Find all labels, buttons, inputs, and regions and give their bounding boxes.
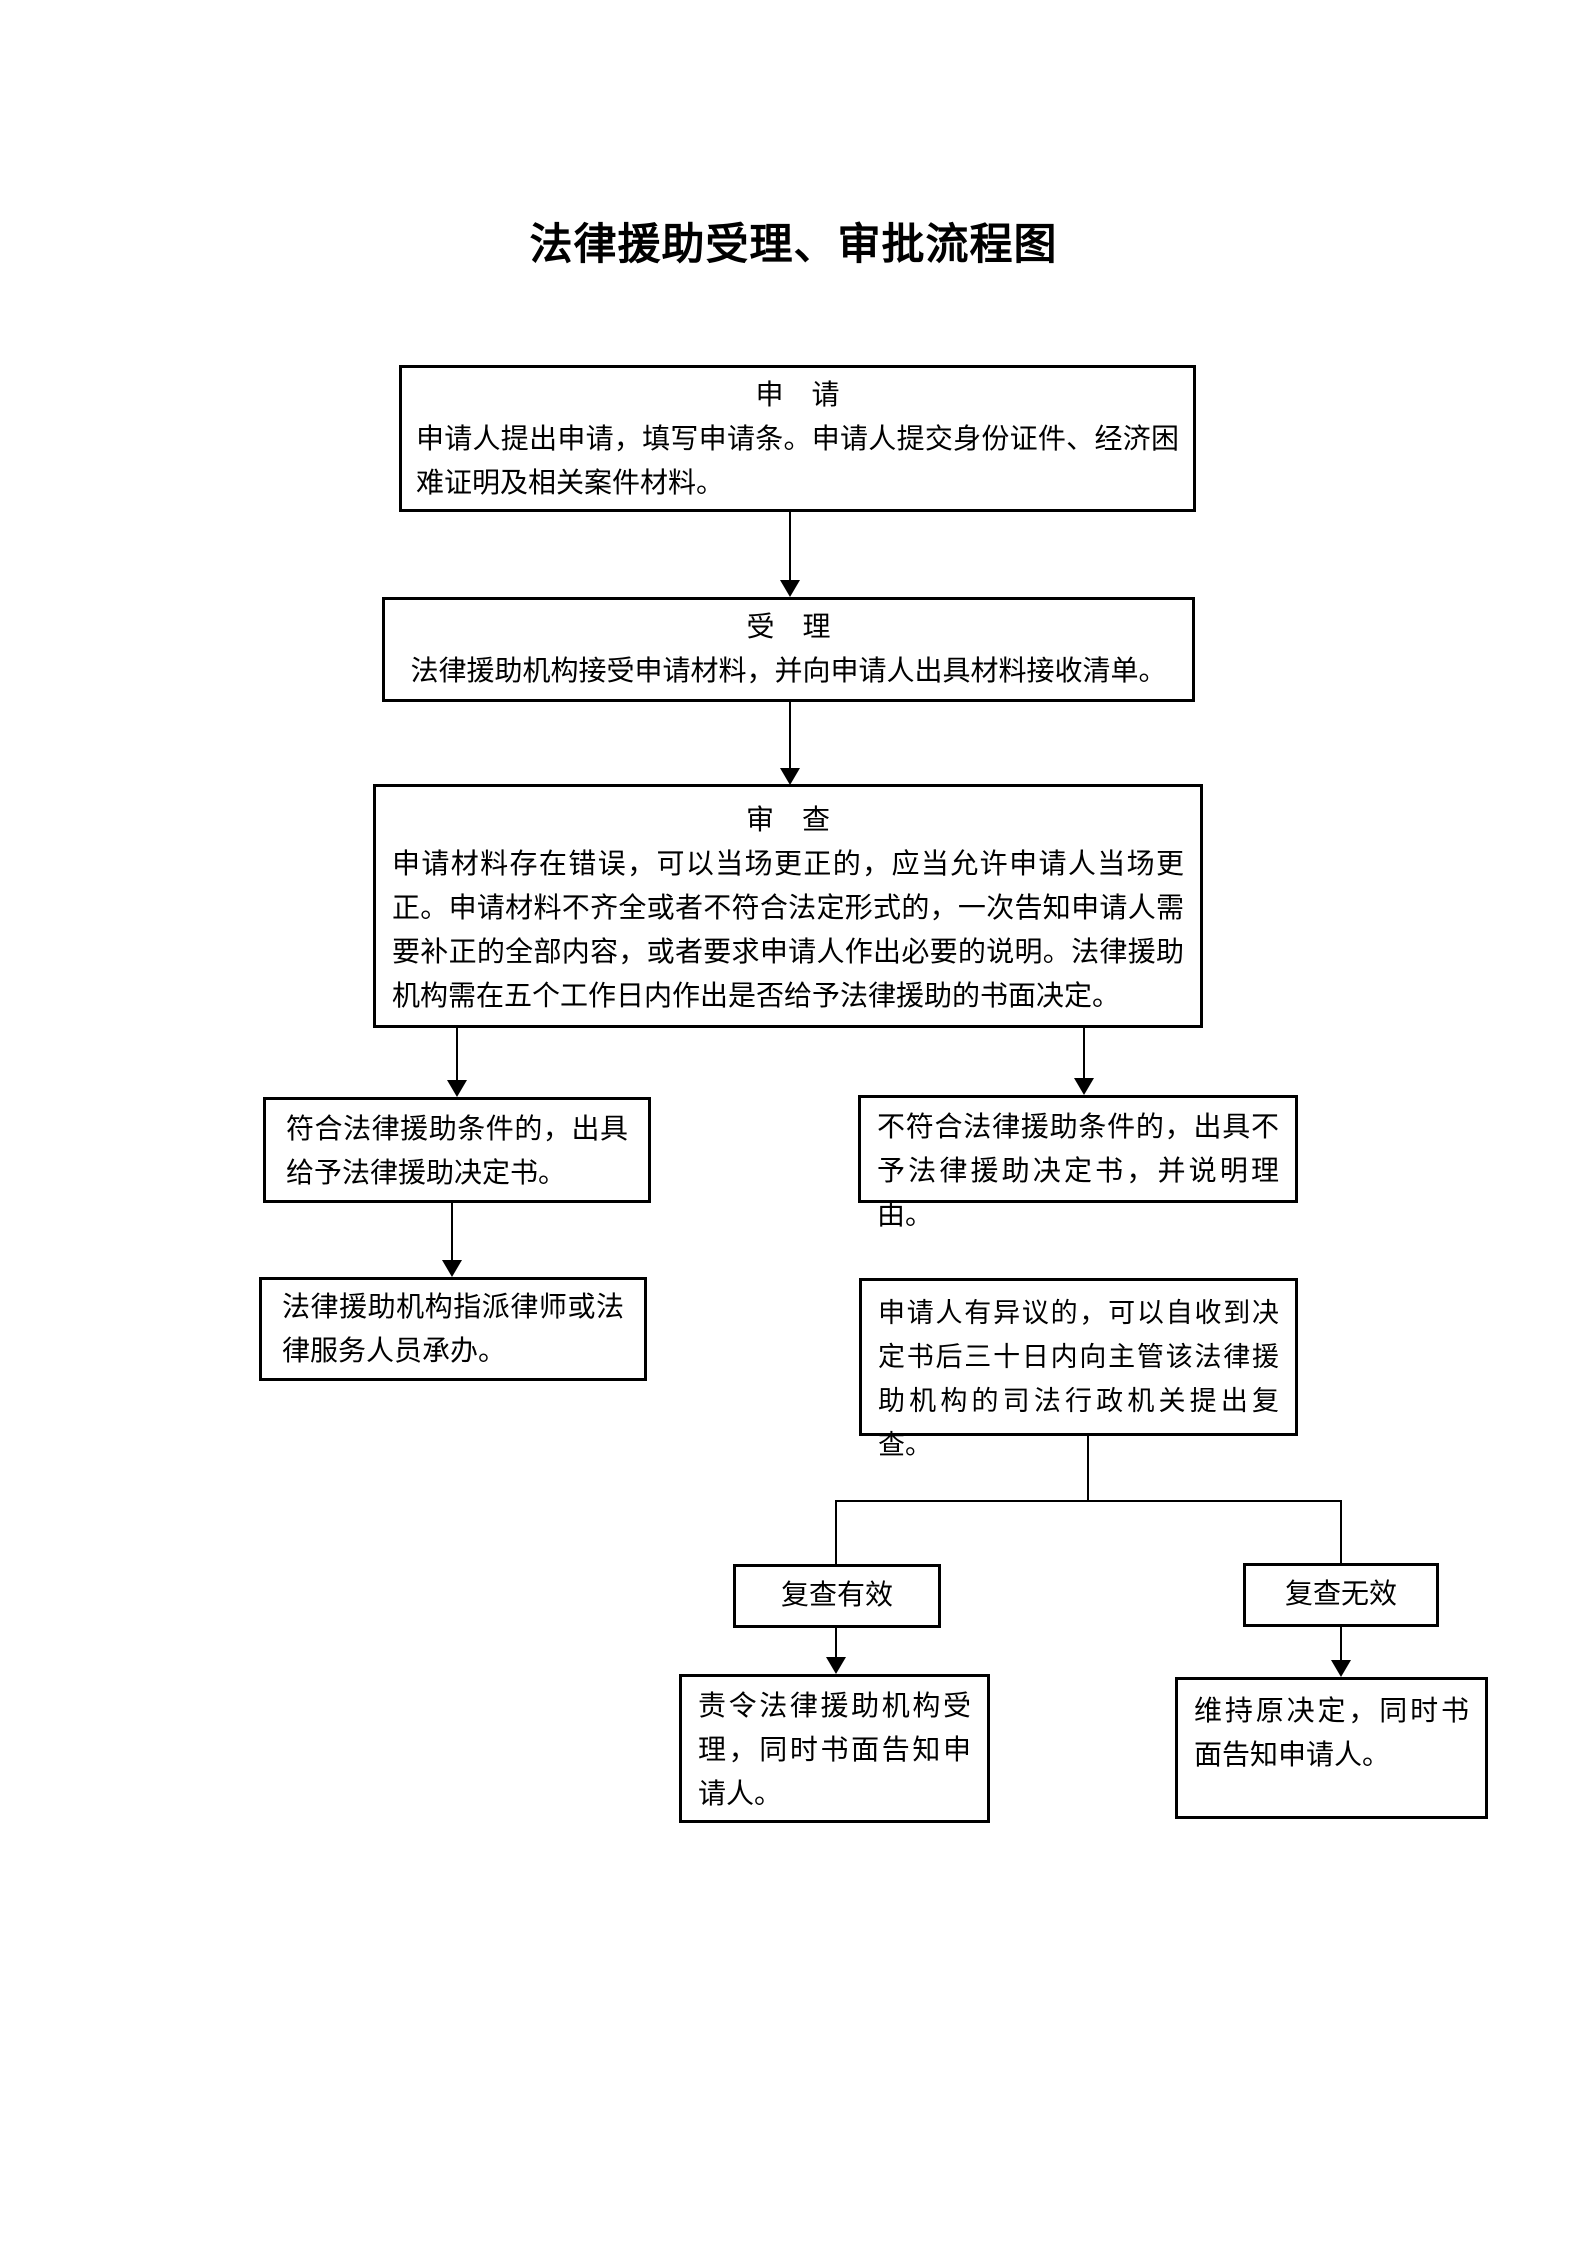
arrow-invalid-to-maintain-head bbox=[1331, 1660, 1351, 1677]
connector-to-recheck-valid bbox=[835, 1500, 837, 1564]
arrow-invalid-to-maintain-line bbox=[1340, 1627, 1342, 1662]
flow-box-apply-heading: 申 请 bbox=[755, 380, 840, 411]
flow-box-accept: 受 理 法律援助机构接受申请材料，并向申请人出具材料接收清单。 bbox=[382, 597, 1195, 702]
flow-box-order-accept-body: 责令法律援助机构受理，同时书面告知申请人。 bbox=[698, 1691, 971, 1810]
arrow-valid-to-order-line bbox=[835, 1628, 837, 1659]
flow-box-review-heading: 审 查 bbox=[745, 805, 830, 836]
flow-box-apply: 申 请 申请人提出申请，填写申请条。申请人提交身份证件、经济困难证明及相关案件材… bbox=[399, 365, 1196, 512]
arrow-review-to-eligible-head bbox=[447, 1080, 467, 1097]
arrow-review-to-not-eligible-line bbox=[1083, 1028, 1085, 1080]
flow-box-accept-heading: 受 理 bbox=[746, 612, 831, 643]
arrow-valid-to-order-head bbox=[826, 1657, 846, 1674]
flow-box-recheck-valid: 复查有效 bbox=[733, 1564, 941, 1628]
flow-box-not-eligible-body: 不符合法律援助条件的，出具不予法律援助决定书，并说明理由。 bbox=[877, 1112, 1279, 1231]
arrow-accept-to-review-head bbox=[780, 768, 800, 785]
flow-box-apply-body: 申请人提出申请，填写申请条。申请人提交身份证件、经济困难证明及相关案件材料。 bbox=[416, 424, 1179, 499]
flow-box-review: 审 查 申请材料存在错误，可以当场更正的，应当允许申请人当场更正。申请材料不齐全… bbox=[373, 784, 1203, 1028]
page-title: 法律援助受理、审批流程图 bbox=[529, 221, 1058, 269]
flow-box-accept-body: 法律援助机构接受申请材料，并向申请人出具材料接收清单。 bbox=[410, 656, 1167, 687]
arrow-eligible-to-assign-head bbox=[442, 1260, 462, 1277]
connector-objection-stem bbox=[1087, 1436, 1089, 1502]
connector-objection-crossbar bbox=[835, 1500, 1342, 1502]
flow-box-maintain-decision-body: 维持原决定，同时书面告知申请人。 bbox=[1194, 1696, 1469, 1771]
arrow-review-to-eligible-line bbox=[456, 1028, 458, 1082]
flow-box-objection-body: 申请人有异议的，可以自收到决定书后三十日内向主管该法律援助机构的司法行政机关提出… bbox=[878, 1298, 1279, 1460]
arrow-review-to-not-eligible-head bbox=[1074, 1078, 1094, 1095]
flow-box-objection: 申请人有异议的，可以自收到决定书后三十日内向主管该法律援助机构的司法行政机关提出… bbox=[859, 1278, 1298, 1460]
flow-box-not-eligible: 不符合法律援助条件的，出具不予法律援助决定书，并说明理由。 bbox=[858, 1095, 1298, 1231]
flow-box-recheck-invalid-body: 复查无效 bbox=[1284, 1579, 1397, 1610]
flow-box-eligible: 符合法律援助条件的，出具给予法律援助决定书。 bbox=[263, 1097, 651, 1203]
arrow-eligible-to-assign-line bbox=[451, 1203, 453, 1263]
arrow-accept-to-review-line bbox=[789, 702, 791, 769]
flow-box-assign-body: 法律援助机构指派律师或法律服务人员承办。 bbox=[282, 1292, 624, 1367]
flow-box-recheck-valid-body: 复查有效 bbox=[780, 1580, 893, 1611]
flow-box-eligible-body: 符合法律援助条件的，出具给予法律援助决定书。 bbox=[286, 1114, 628, 1189]
flow-box-assign: 法律援助机构指派律师或法律服务人员承办。 bbox=[259, 1277, 647, 1381]
flow-box-order-accept: 责令法律援助机构受理，同时书面告知申请人。 bbox=[679, 1674, 990, 1823]
connector-to-recheck-invalid bbox=[1340, 1500, 1342, 1563]
flow-box-maintain-decision: 维持原决定，同时书面告知申请人。 bbox=[1175, 1677, 1488, 1819]
flow-box-review-body: 申请材料存在错误，可以当场更正的，应当允许申请人当场更正。申请材料不齐全或者不符… bbox=[392, 849, 1184, 1012]
arrow-apply-to-accept-head bbox=[780, 580, 800, 597]
flow-box-recheck-invalid: 复查无效 bbox=[1243, 1563, 1439, 1627]
arrow-apply-to-accept-line bbox=[789, 512, 791, 582]
